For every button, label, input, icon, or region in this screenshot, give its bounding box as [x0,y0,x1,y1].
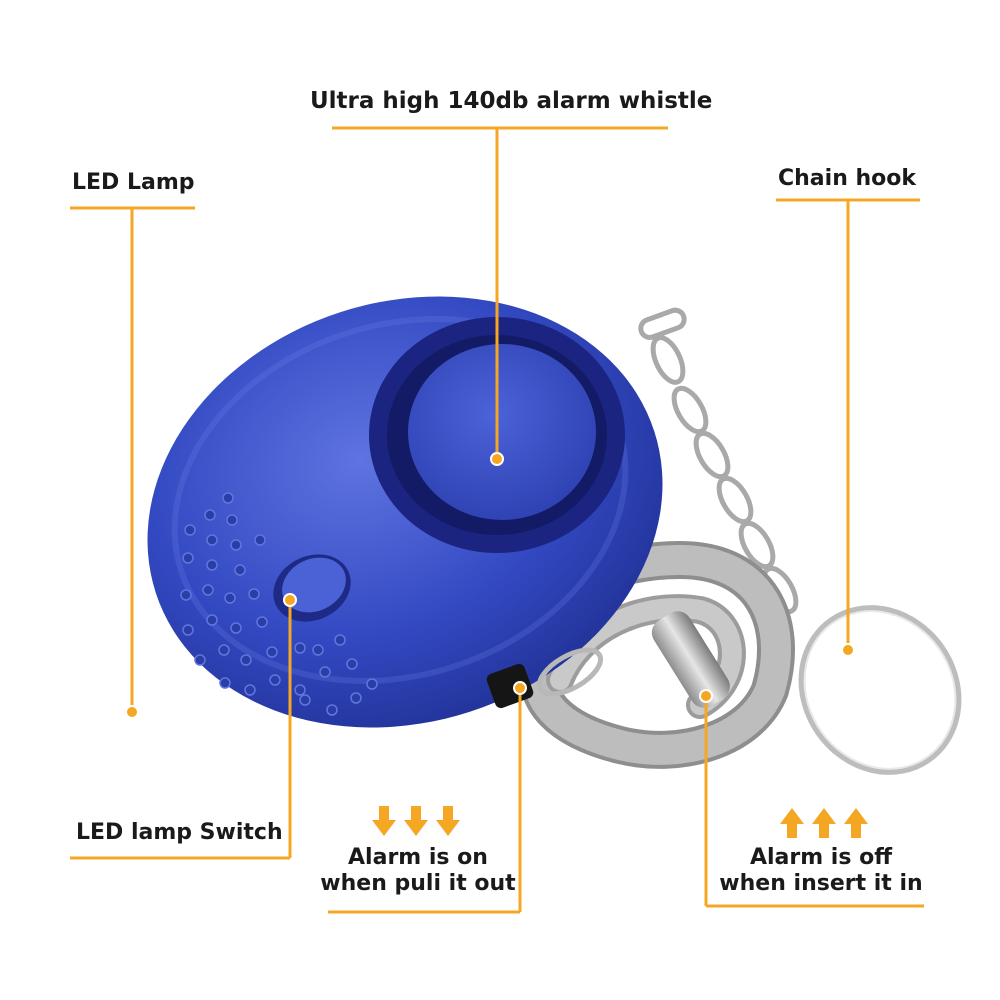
alarm-on-marker-dot [513,681,527,695]
led-switch-label: LED lamp Switch [76,820,283,845]
key-ring [798,605,962,775]
alarm-pin [651,611,730,708]
whistle-marker-dot [490,452,504,466]
sound-holes [180,492,378,716]
alarm-off-line1: Alarm is off [749,845,893,870]
arrow-down-icon [372,806,460,836]
alarm-device [147,296,663,728]
led-lamp-label: LED Lamp [72,170,195,195]
annotation-dots [125,452,855,719]
led-lamp-marker-dot [125,705,139,719]
chain-hook-label: Chain hook [778,166,917,191]
chain-hook-marker-dot [841,643,855,657]
alarm-off-label: Alarm is off when insert it in [716,845,926,898]
annotation-lines [70,126,924,914]
key-chain [638,307,799,615]
alarm-on-line1: Alarm is on [348,845,488,870]
alarm-on-label: Alarm is on when puli it out [318,845,518,898]
led-switch-marker-dot [283,593,297,607]
arrow-up-icon [780,808,868,838]
alarm-on-line2: when puli it out [320,871,516,897]
alarm-off-line2: when insert it in [719,871,923,897]
whistle-label: Ultra high 140db alarm whistle [310,88,713,114]
alarm-off-marker-dot [699,689,713,703]
